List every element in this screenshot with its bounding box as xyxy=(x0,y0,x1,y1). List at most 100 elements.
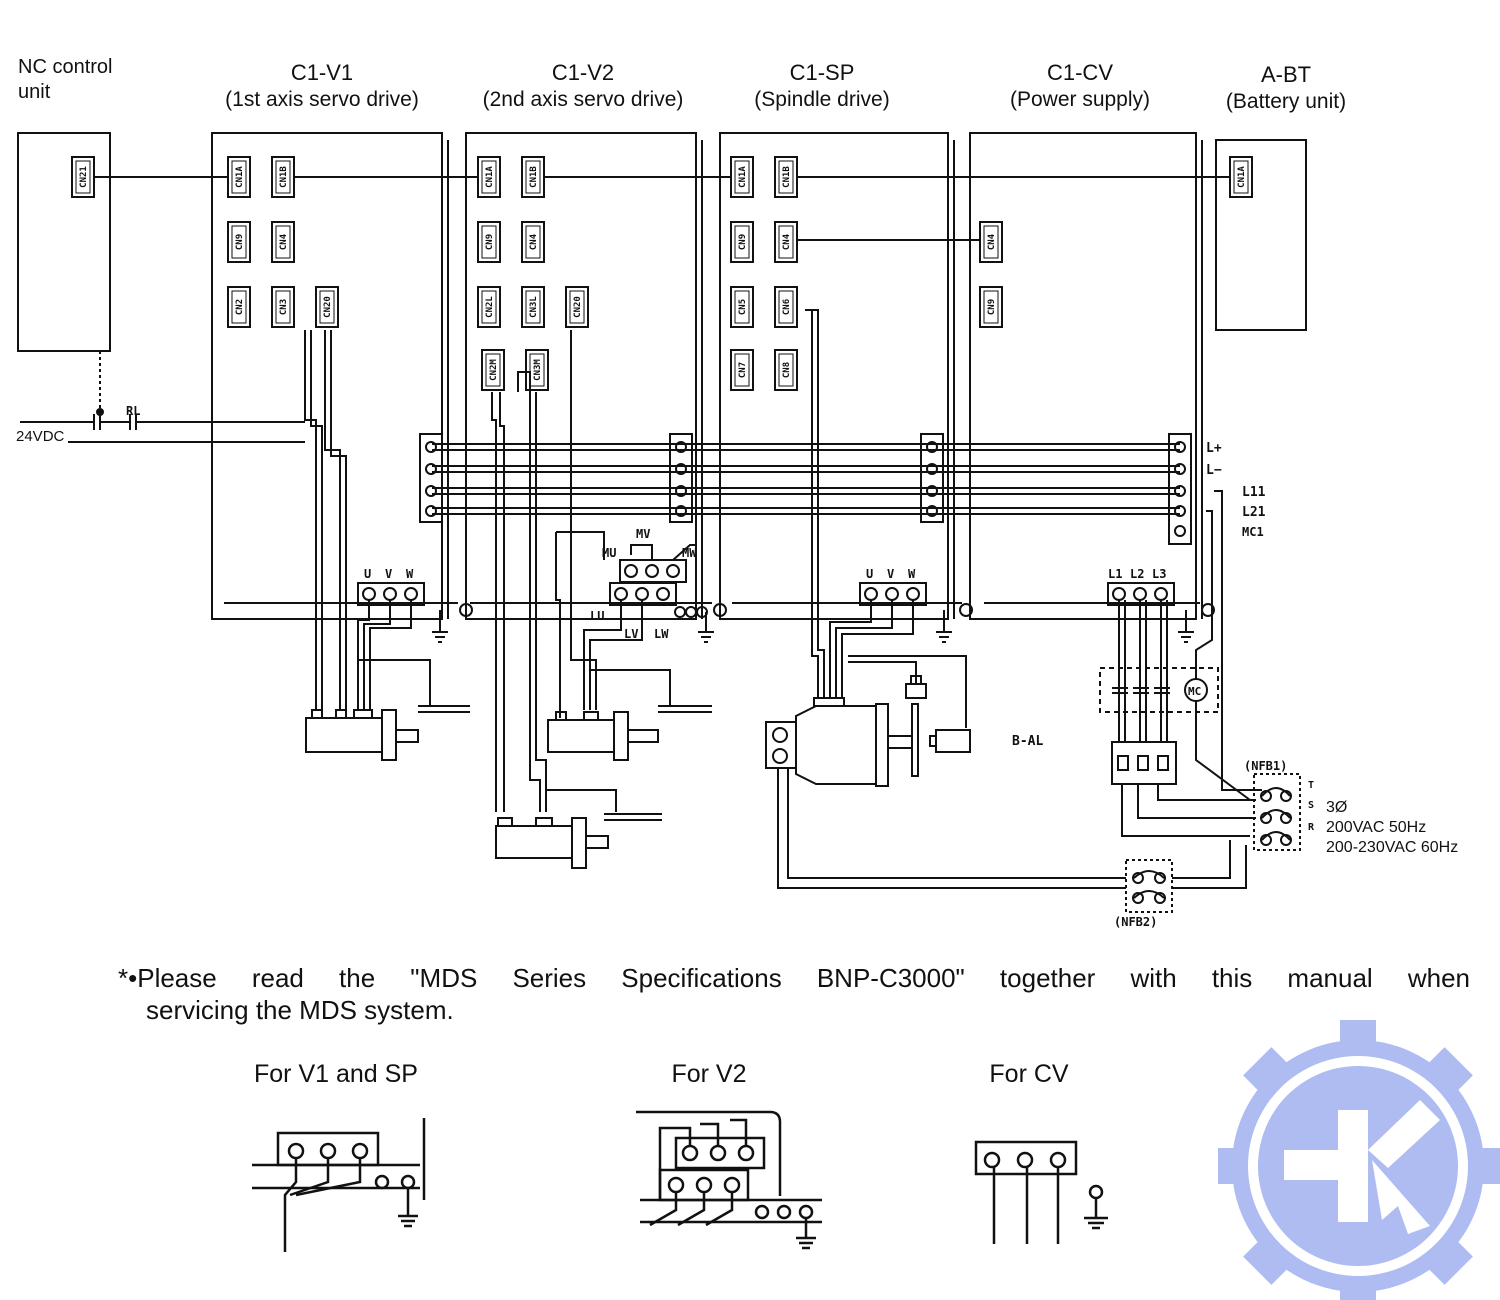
svg-text:CN4: CN4 xyxy=(987,233,997,250)
v1-connector-cn20: CN20 xyxy=(315,286,339,328)
nfb2-breaker: (NFB2) xyxy=(1114,859,1173,929)
v2-connector-cn2m: CN2M xyxy=(481,349,505,391)
cv-connector-cn9: CN9 xyxy=(979,286,1003,328)
sp-connector-cn1b: CN1B xyxy=(774,156,798,198)
bus-label-mc1: MC1 xyxy=(1242,525,1264,539)
svg-text:(NFB2): (NFB2) xyxy=(1114,915,1157,929)
manual-note: *•Please read the "MDS Series Specificat… xyxy=(118,962,1470,1026)
nc-unit-title-line2: unit xyxy=(18,81,51,103)
svg-text:CN3M: CN3M xyxy=(533,359,543,381)
spindle-motor: B-AL xyxy=(765,675,1043,787)
bt-unit-box xyxy=(1215,139,1307,331)
bus-label-l11: L11 xyxy=(1242,485,1266,500)
v2-connector-cn1a: CN1A xyxy=(477,156,501,198)
svg-text:CN2L: CN2L xyxy=(485,296,495,318)
svg-text:LV: LV xyxy=(624,627,638,641)
sp-uvw-terminal: U V W xyxy=(859,567,927,606)
v2-title: C1-V2 xyxy=(552,60,614,85)
bal-label: B-AL xyxy=(1012,734,1043,749)
v2-connector-cn3m: CN3M xyxy=(525,349,549,391)
sp-connector-cn9: CN9 xyxy=(730,221,754,263)
cv-l1-l2-l3-terminal: L1 L2 L3 xyxy=(1107,567,1175,606)
supply-60hz-label: 200-230VAC 60Hz xyxy=(1326,839,1458,856)
svg-text:MV: MV xyxy=(636,527,650,541)
svg-text:S: S xyxy=(1308,800,1314,811)
v1-servo-motor xyxy=(305,709,419,761)
bt-title: A-BT xyxy=(1261,62,1311,87)
svg-text:CN3L: CN3L xyxy=(529,296,539,318)
svg-text:CN1A: CN1A xyxy=(738,166,748,188)
v2-motor-terminal-mu-mv-mw: MV MU MW xyxy=(602,527,697,583)
svg-text:T: T xyxy=(1308,780,1314,791)
bus-label-lminus: L− xyxy=(1206,463,1222,478)
detail-title-v1-sp: For V1 and SP xyxy=(254,1060,418,1088)
bus-label-l21: L21 xyxy=(1242,505,1266,520)
v1-connector-cn2: CN2 xyxy=(227,286,251,328)
svg-text:U: U xyxy=(866,567,873,581)
svg-text:CN9: CN9 xyxy=(738,234,748,250)
manual-note-line2: servicing the MDS system. xyxy=(146,995,454,1025)
nfb1-breaker: (NFB1) T S R xyxy=(1244,759,1315,851)
svg-text:CN5: CN5 xyxy=(738,299,748,315)
svg-text:W: W xyxy=(908,567,916,581)
v2-servo-motor-m-axis xyxy=(495,817,609,869)
nc-24vdc-circuit: RL 24VDC xyxy=(16,351,305,445)
svg-text:CN21: CN21 xyxy=(79,166,89,188)
sp-connector-cn5: CN5 xyxy=(730,286,754,328)
mc-contactor: MC xyxy=(1099,667,1219,713)
nc-unit-title-line1: NC control xyxy=(18,56,112,78)
cv-power-wiring xyxy=(1118,490,1262,837)
v1-title: C1-V1 xyxy=(291,60,353,85)
svg-text:CN4: CN4 xyxy=(279,233,289,250)
v1-wiring xyxy=(304,330,470,713)
v1-subtitle: (1st axis servo drive) xyxy=(225,88,419,111)
svg-text:CN1B: CN1B xyxy=(529,166,539,188)
sp-connector-cn6: CN6 xyxy=(774,286,798,328)
v2-motor-terminal-lu-lv-lw: LU LV LW xyxy=(590,582,708,641)
detail-title-v2: For V2 xyxy=(671,1060,746,1088)
svg-text:(NFB1): (NFB1) xyxy=(1244,759,1287,773)
v2-connector-cn4: CN4 xyxy=(521,221,545,263)
svg-text:CN2: CN2 xyxy=(235,299,245,315)
svg-text:CN6: CN6 xyxy=(782,299,792,315)
bus-terminal-block-v1 xyxy=(419,433,443,523)
svg-text:CN1B: CN1B xyxy=(782,166,792,188)
v1-unit-box xyxy=(211,132,443,620)
svg-text:CN1A: CN1A xyxy=(1237,166,1247,188)
nc-connector-cn21: CN21 xyxy=(71,156,95,198)
gear-logo xyxy=(1218,1020,1500,1300)
nc-unit-box xyxy=(17,132,111,352)
supply-phase-label: 3Ø xyxy=(1326,799,1347,816)
svg-text:V: V xyxy=(385,567,392,581)
v1-connector-cn4: CN4 xyxy=(271,221,295,263)
svg-text:CN20: CN20 xyxy=(573,296,583,318)
svg-text:CN9: CN9 xyxy=(485,234,495,250)
svg-text:L2: L2 xyxy=(1130,567,1144,581)
svg-text:MU: MU xyxy=(602,546,616,560)
v1-connector-cn9: CN9 xyxy=(227,221,251,263)
manual-note-line1: *•Please read the "MDS Series Specificat… xyxy=(118,963,1470,993)
svg-text:CN1B: CN1B xyxy=(279,166,289,188)
detail-v1-sp-terminal xyxy=(252,1118,426,1252)
relay-label: RL xyxy=(126,404,140,418)
bus-terminal-block-cv xyxy=(1168,433,1192,545)
v2-connector-cn3l: CN3L xyxy=(521,286,545,328)
cv-title: C1-CV xyxy=(1047,60,1113,85)
sp-wiring xyxy=(805,309,967,728)
svg-text:L3: L3 xyxy=(1152,567,1166,581)
mc-label: MC xyxy=(1188,685,1201,698)
bus-terminal-block-v2 xyxy=(669,433,693,523)
detail-title-cv: For CV xyxy=(989,1060,1069,1088)
bus-terminal-block-sp xyxy=(920,433,944,523)
v1-uvw-terminal: U V W xyxy=(357,567,425,606)
svg-text:CN8: CN8 xyxy=(782,362,792,378)
svg-text:CN1A: CN1A xyxy=(235,166,245,188)
sp-subtitle: (Spindle drive) xyxy=(754,88,889,111)
svg-text:CN9: CN9 xyxy=(235,234,245,250)
v2-connector-cn20: CN20 xyxy=(565,286,589,328)
svg-text:CN1A: CN1A xyxy=(485,166,495,188)
svg-text:R: R xyxy=(1308,822,1315,833)
bus-label-lplus: L+ xyxy=(1206,441,1222,456)
